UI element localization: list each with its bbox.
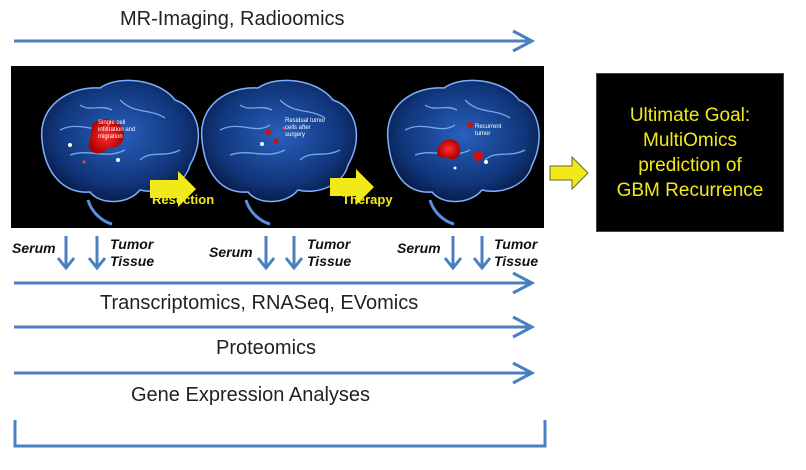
sample-arrows bbox=[56, 236, 492, 271]
brain-2-note: Residual tumor cells after surgery bbox=[285, 118, 326, 138]
transcriptomics-label: Transcriptomics, RNASeq, EVomics bbox=[100, 292, 419, 314]
resection-label: Resection bbox=[152, 192, 215, 207]
mr-imaging-label: MR-Imaging, Radioomics bbox=[120, 8, 345, 30]
omics-arrow-1 bbox=[14, 271, 536, 295]
brain-3-illustration bbox=[386, 79, 540, 226]
goal-arrow bbox=[549, 155, 589, 191]
mr-imaging-arrow bbox=[14, 29, 536, 53]
resection-arrow-shape bbox=[150, 171, 196, 207]
tumor-tissue-label-2: Tumor Tissue bbox=[307, 236, 352, 269]
serum-label-3: Serum bbox=[397, 240, 441, 256]
brain-2-illustration bbox=[200, 79, 358, 226]
serum-label-1: Serum bbox=[12, 240, 56, 256]
therapy-label: Therapy bbox=[342, 192, 393, 207]
bottom-bracket bbox=[13, 420, 547, 448]
gene-expression-label: Gene Expression Analyses bbox=[131, 384, 371, 406]
ultimate-goal-box: Ultimate Goal: MultiOmics prediction of … bbox=[596, 73, 784, 232]
proteomics-label: Proteomics bbox=[216, 337, 317, 359]
therapy-arrow-shape bbox=[330, 169, 374, 205]
omics-arrow-3 bbox=[14, 361, 536, 385]
serum-label-2: Serum bbox=[209, 244, 253, 260]
tumor-tissue-label-1: Tumor Tissue bbox=[110, 236, 155, 269]
brain-1-illustration bbox=[41, 79, 200, 226]
brain-1-note: Single cell infiltration and migration bbox=[98, 120, 136, 140]
tumor-tissue-label-3: Tumor Tissue bbox=[494, 236, 539, 269]
omics-arrow-2 bbox=[14, 315, 536, 339]
brain-3-note: Recurrent tumor bbox=[475, 124, 502, 137]
ultimate-goal-text: Ultimate Goal: MultiOmics prediction of … bbox=[616, 104, 764, 201]
